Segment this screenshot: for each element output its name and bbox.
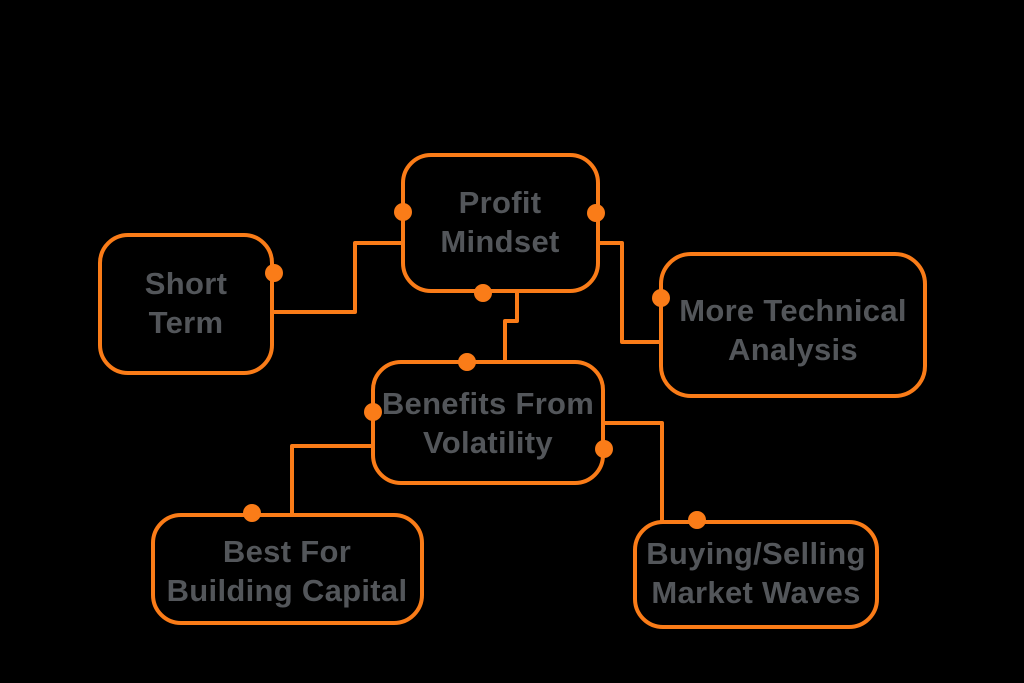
connector-benefits-from-volatility-to-best-for-building-capital bbox=[290, 444, 373, 515]
anchor-dot-profit-mindset-left bbox=[394, 203, 412, 221]
connector-profit-mindset-to-more-technical-analysis bbox=[598, 241, 661, 344]
anchor-dot-profit-mindset-bottom bbox=[474, 284, 492, 302]
anchor-dot-benefits-from-volatility-right bbox=[595, 440, 613, 458]
node-label-short-term: Short Term bbox=[144, 266, 228, 340]
node-box-best-for-building-capital bbox=[151, 513, 424, 625]
connector-benefits-from-volatility-to-buying-selling-market-waves bbox=[603, 421, 664, 522]
node-label-benefits-from-volatility: Benefits From Volatility bbox=[381, 386, 595, 460]
connector-short-term-to-profit-mindset bbox=[272, 241, 403, 314]
node-label-best-for-building-capital: Best For Building Capital bbox=[166, 534, 408, 608]
node-box-buying-selling-market-waves bbox=[633, 520, 879, 629]
node-label-buying-selling-market-waves: Buying/Selling Market Waves bbox=[646, 536, 866, 610]
anchor-dot-profit-mindset-right bbox=[587, 204, 605, 222]
node-box-profit-mindset bbox=[401, 153, 600, 293]
anchor-dot-best-for-building-capital-top bbox=[243, 504, 261, 522]
anchor-dot-benefits-from-volatility-top bbox=[458, 353, 476, 371]
anchor-dot-benefits-from-volatility-left bbox=[364, 403, 382, 421]
node-box-short-term bbox=[98, 233, 274, 375]
anchor-dot-more-technical-analysis-left bbox=[652, 289, 670, 307]
node-box-benefits-from-volatility bbox=[371, 360, 605, 485]
anchor-dot-buying-selling-market-waves-top bbox=[688, 511, 706, 529]
node-box-more-technical-analysis bbox=[659, 252, 927, 398]
connector-profit-mindset-to-benefits-from-volatility bbox=[503, 291, 519, 362]
anchor-dot-short-term-right bbox=[265, 264, 283, 282]
node-label-profit-mindset: Profit Mindset bbox=[440, 185, 560, 259]
node-label-more-technical-analysis: More Technical Analysis bbox=[679, 293, 907, 367]
